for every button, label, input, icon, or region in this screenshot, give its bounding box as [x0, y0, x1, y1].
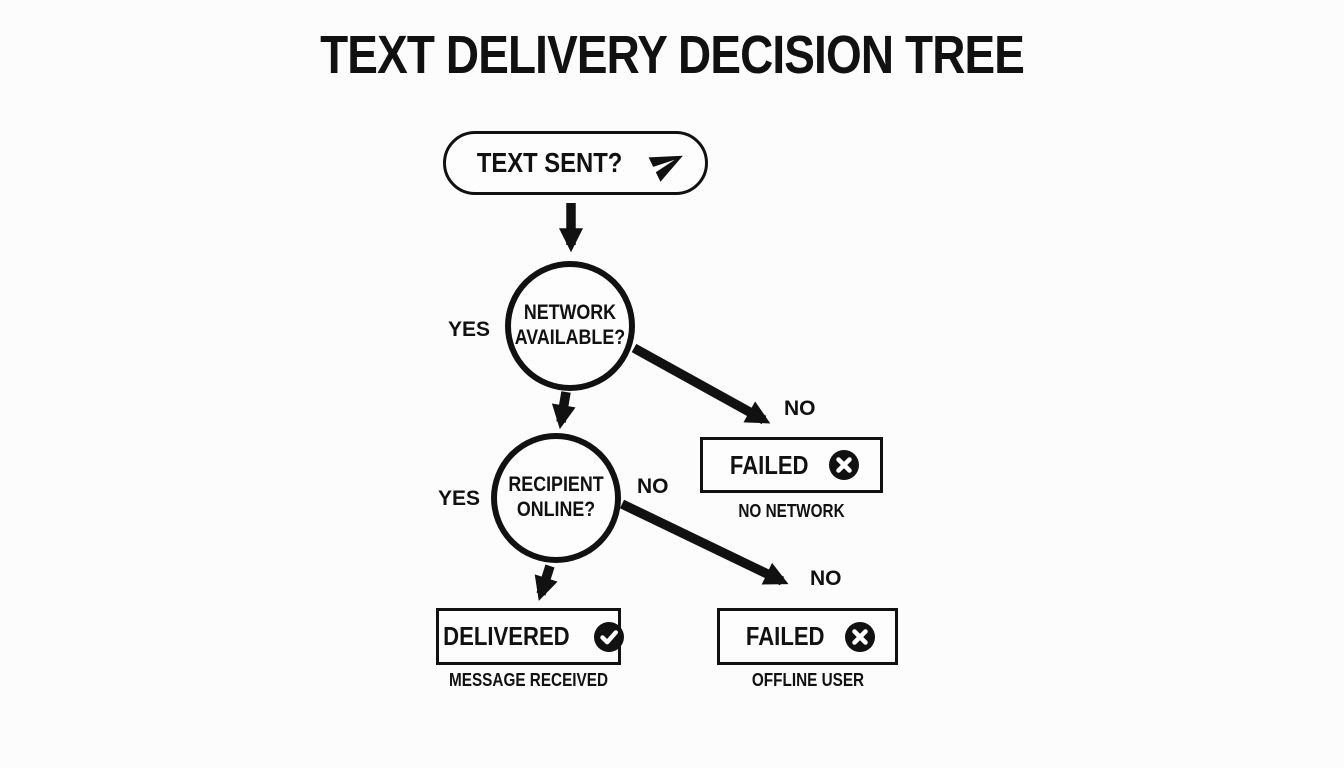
paper-plane-icon	[642, 138, 693, 189]
arrow-network-no-to-failed	[631, 343, 771, 425]
outcome-failed-network-label: FAILED	[729, 449, 809, 480]
page-title-text: TEXT DELIVERY DECISION TREE	[320, 25, 1025, 85]
edge-label-recipient-no-dest: NO	[810, 567, 842, 590]
outcome-caption-message-received: MESSAGE RECEIVED	[449, 670, 609, 690]
outcome-node-failed-offline: FAILED	[717, 608, 898, 665]
edge-label-recipient-no-side: NO	[637, 475, 669, 498]
check-circle-icon	[594, 621, 625, 652]
x-circle-icon	[829, 450, 860, 480]
arrow-network-yes-to-recipient	[551, 391, 576, 430]
decision-node-recipient-label: RECIPIENT ONLINE?	[508, 473, 604, 521]
decision-node-network-label: NETWORK AVAILABLE?	[514, 301, 626, 349]
edge-label-network-yes: YES	[447, 318, 490, 341]
start-node-label: TEXT SENT?	[477, 147, 623, 178]
arrow-recipient-yes-to-delivered	[534, 564, 558, 601]
outcome-failed-offline-label: FAILED	[745, 621, 825, 651]
outcome-caption-offline-user: OFFLINE USER	[751, 670, 865, 690]
outcome-node-delivered: DELIVERED	[436, 608, 625, 665]
page-title: TEXT DELIVERY DECISION TREE	[0, 24, 1344, 86]
outcome-node-failed-no-network: FAILED	[700, 437, 883, 493]
decision-node-recipient-online: RECIPIENT ONLINE?	[491, 433, 621, 563]
start-node-text-sent: TEXT SENT?	[443, 131, 708, 195]
decision-node-network-available: NETWORK AVAILABLE?	[505, 261, 635, 391]
outcome-caption-no-network: NO NETWORK	[738, 501, 845, 521]
edge-label-network-no: NO	[784, 397, 816, 420]
x-circle-icon	[845, 621, 876, 652]
outcome-delivered-label: DELIVERED	[442, 621, 570, 651]
edge-label-recipient-yes: YES	[437, 487, 480, 510]
